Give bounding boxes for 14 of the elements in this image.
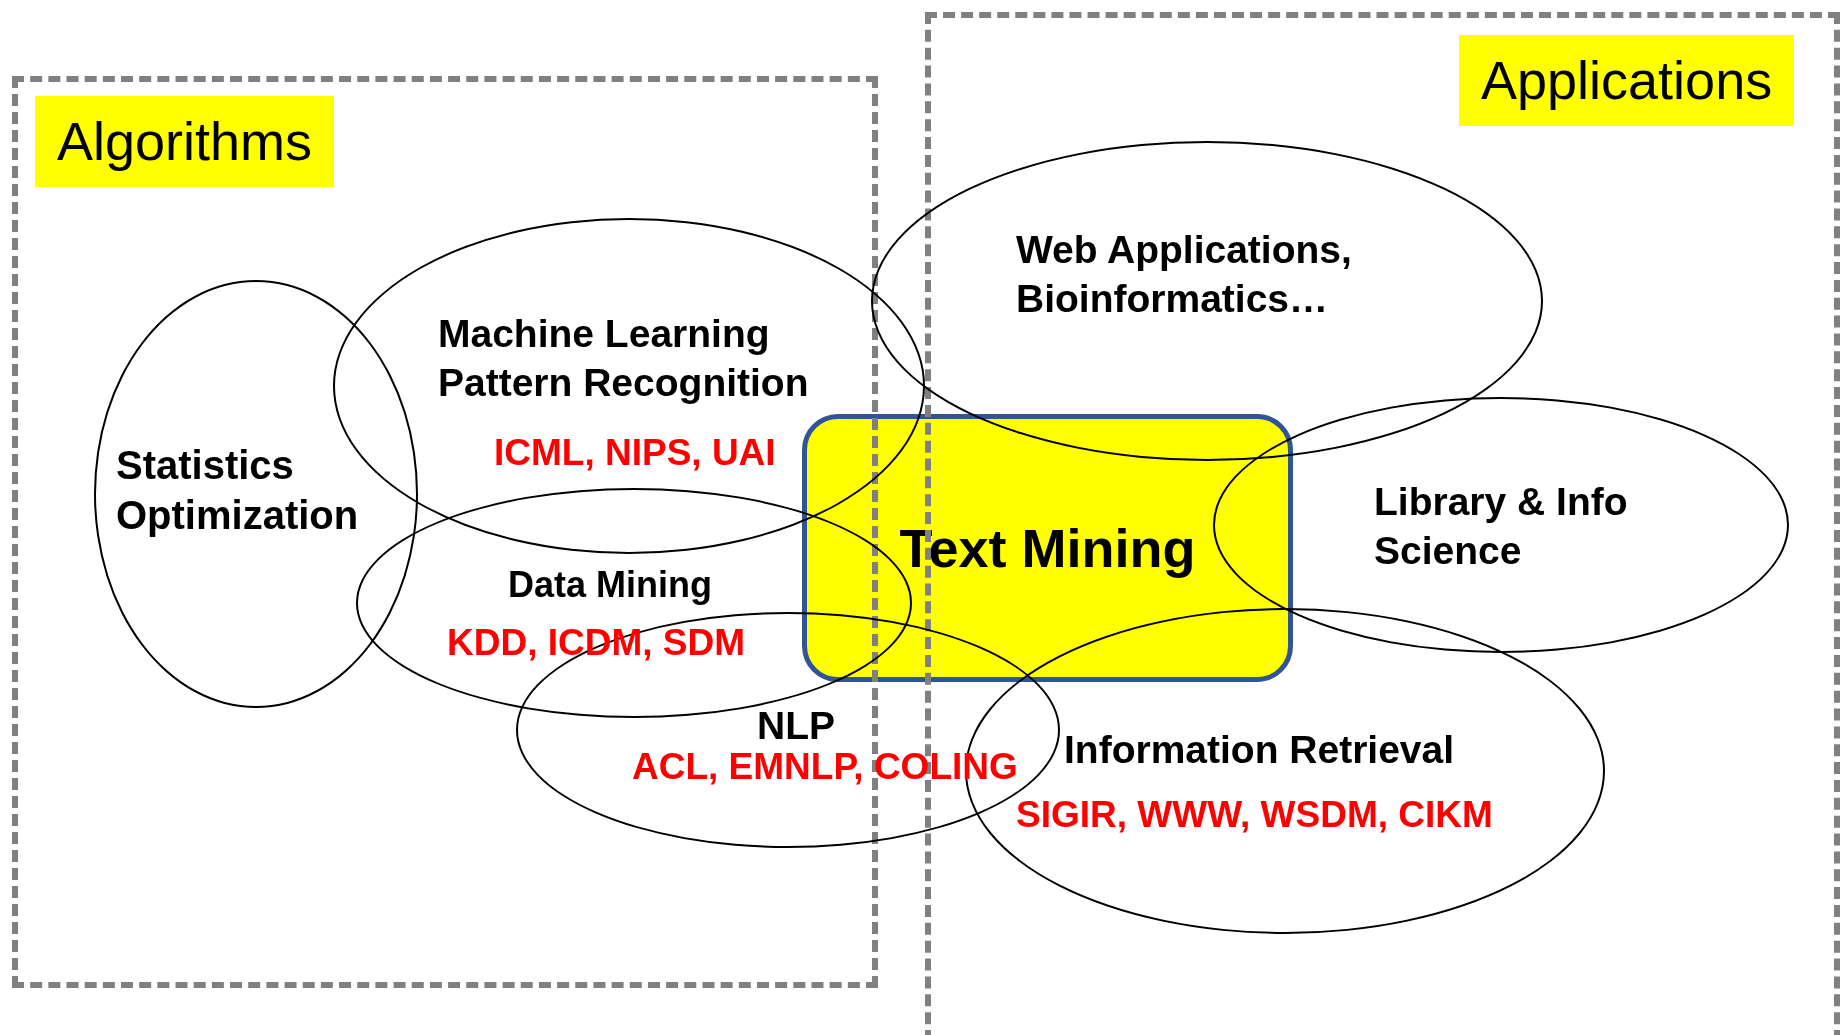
field-name: Data Mining: [508, 563, 712, 607]
field-name: Information Retrieval: [1064, 727, 1455, 773]
field-name: Library & Info Science: [1374, 479, 1629, 574]
venue-list: SIGIR, WWW, WSDM, CIKM: [1016, 792, 1493, 839]
region-heading: Algorithms: [35, 96, 335, 188]
field-name: Statistics Optimization: [116, 442, 360, 539]
ellipse-outline: [94, 280, 418, 708]
field-name: Machine Learning Pattern Recognition: [438, 311, 810, 406]
field-name: NLP: [757, 703, 835, 749]
venue-list: ICML, NIPS, UAI: [494, 430, 776, 477]
highlight-box: [802, 414, 1293, 682]
center-title: Text Mining: [899, 516, 1196, 580]
region-heading: Applications: [1459, 35, 1795, 127]
field-name: Web Applications, Bioinformatics…: [1016, 227, 1353, 322]
